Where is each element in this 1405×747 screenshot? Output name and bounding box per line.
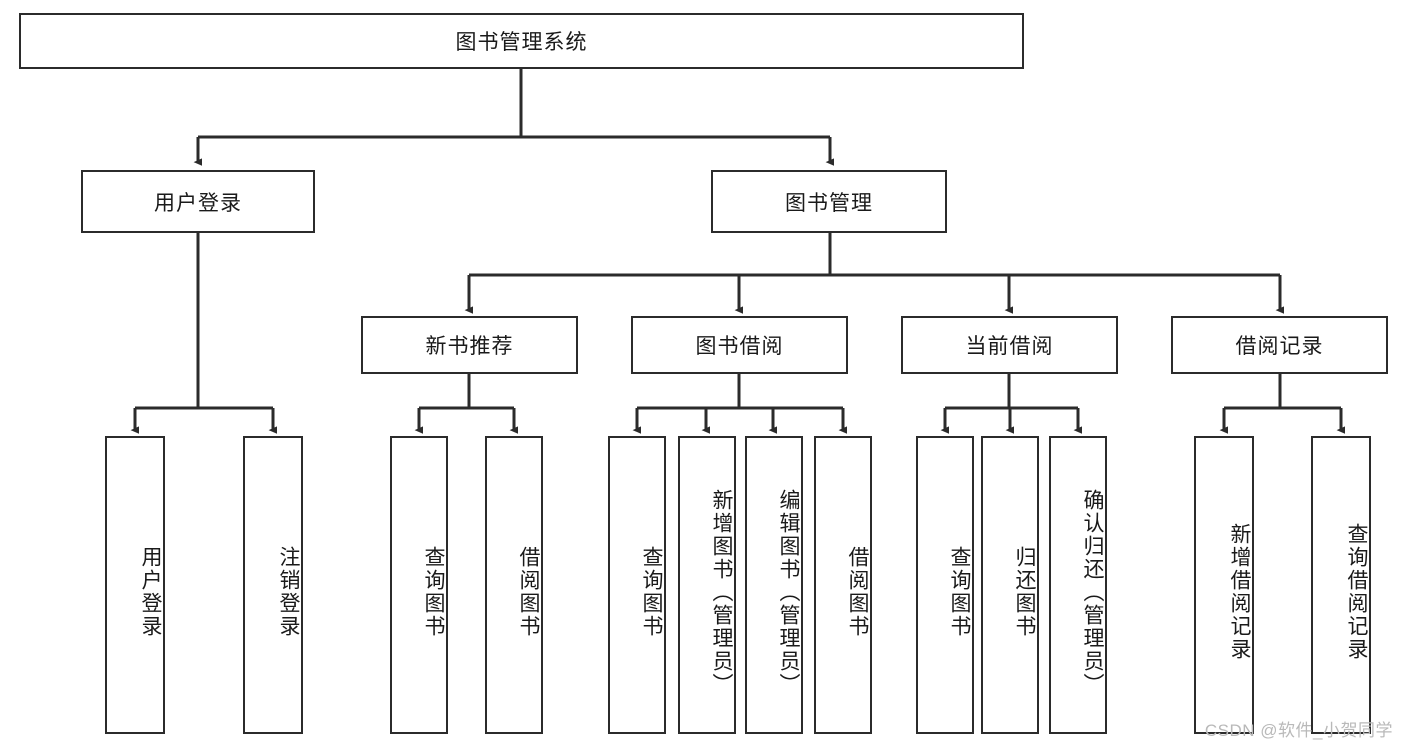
node-new-book-recommend[interactable]: 新书推荐 [361,316,578,374]
node-leaf-query-book-2[interactable]: 查询图书 [608,436,666,734]
node-root-label: 图书管理系统 [455,31,588,54]
node-leaf-logout-label: 注销登录 [277,546,300,638]
node-leaf-logout[interactable]: 注销登录 [243,436,303,734]
node-leaf-borrow-book-1[interactable]: 借阅图书 [485,436,543,734]
node-leaf-query-record-label: 查询借阅记录 [1345,523,1368,661]
node-book-management[interactable]: 图书管理 [711,170,947,233]
node-book-borrow-label: 图书借阅 [695,335,784,358]
node-leaf-add-book-label: 新增图书（管理员） [710,488,733,696]
node-borrow-record-label: 借阅记录 [1235,335,1324,358]
node-leaf-query-book-1[interactable]: 查询图书 [390,436,448,734]
node-leaf-edit-book-label: 编辑图书（管理员） [777,488,800,696]
node-current-borrow[interactable]: 当前借阅 [901,316,1118,374]
node-leaf-confirm-return-label: 确认归还（管理员） [1081,488,1104,696]
node-leaf-query-book-3[interactable]: 查询图书 [916,436,974,734]
node-leaf-borrow-book-2-label: 借阅图书 [846,546,869,638]
node-user-login-label: 用户登录 [154,191,242,215]
node-book-borrow[interactable]: 图书借阅 [631,316,848,374]
node-leaf-return-book-label: 归还图书 [1013,546,1036,638]
node-leaf-return-book[interactable]: 归还图书 [981,436,1039,734]
node-borrow-record[interactable]: 借阅记录 [1171,316,1388,374]
csdn-watermark: CSDN @软件_小贺同学 [1204,721,1393,740]
node-leaf-borrow-book-1-label: 借阅图书 [517,546,540,638]
node-leaf-add-record[interactable]: 新增借阅记录 [1194,436,1254,734]
node-leaf-query-book-3-label: 查询图书 [948,546,971,638]
node-leaf-query-record[interactable]: 查询借阅记录 [1311,436,1371,734]
node-leaf-query-book-1-label: 查询图书 [422,546,445,638]
node-root[interactable]: 图书管理系统 [19,13,1024,69]
node-leaf-confirm-return[interactable]: 确认归还（管理员） [1049,436,1107,734]
node-current-borrow-label: 当前借阅 [965,335,1054,358]
node-book-management-label: 图书管理 [785,191,873,215]
node-leaf-add-record-label: 新增借阅记录 [1228,523,1251,661]
node-leaf-user-login[interactable]: 用户登录 [105,436,165,734]
node-new-book-recommend-label: 新书推荐 [425,335,514,358]
node-leaf-query-book-2-label: 查询图书 [640,546,663,638]
node-user-login[interactable]: 用户登录 [81,170,315,233]
node-leaf-borrow-book-2[interactable]: 借阅图书 [814,436,872,734]
node-leaf-user-login-label: 用户登录 [139,546,162,638]
node-leaf-add-book[interactable]: 新增图书（管理员） [678,436,736,734]
node-leaf-edit-book[interactable]: 编辑图书（管理员） [745,436,803,734]
